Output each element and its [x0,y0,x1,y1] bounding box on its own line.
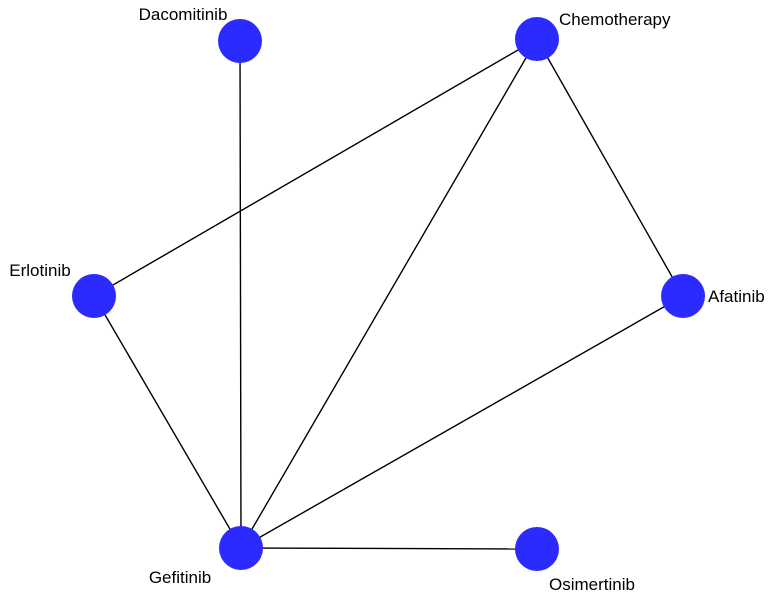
node-label-afatinib: Afatinib [708,287,765,306]
node-osimertinib [515,527,559,571]
node-label-erlotinib: Erlotinib [9,261,70,280]
node-label-dacomitinib: Dacomitinib [139,5,228,24]
node-label-chemotherapy: Chemotherapy [559,10,671,29]
node-label-osimertinib: Osimertinib [549,575,635,594]
edges-layer [93,38,684,550]
edge-chemotherapy-gefitinib [240,38,538,549]
edge-gefitinib-osimertinib [240,547,538,550]
node-gefitinib [219,526,263,570]
nodes-layer [72,17,705,571]
edge-erlotinib-gefitinib [93,295,242,549]
edge-chemotherapy-afatinib [536,38,684,297]
edge-dacomitinib-gefitinib [239,40,242,549]
edge-chemotherapy-erlotinib [93,38,538,297]
edge-afatinib-gefitinib [240,295,684,549]
node-afatinib [661,274,705,318]
node-chemotherapy [515,17,559,61]
node-dacomitinib [218,19,262,63]
node-erlotinib [72,274,116,318]
labels-layer: Dacomitinib ChemotherapyErlotinibAfatinib… [9,5,764,594]
node-label-gefitinib: Gefitinib [149,568,211,587]
